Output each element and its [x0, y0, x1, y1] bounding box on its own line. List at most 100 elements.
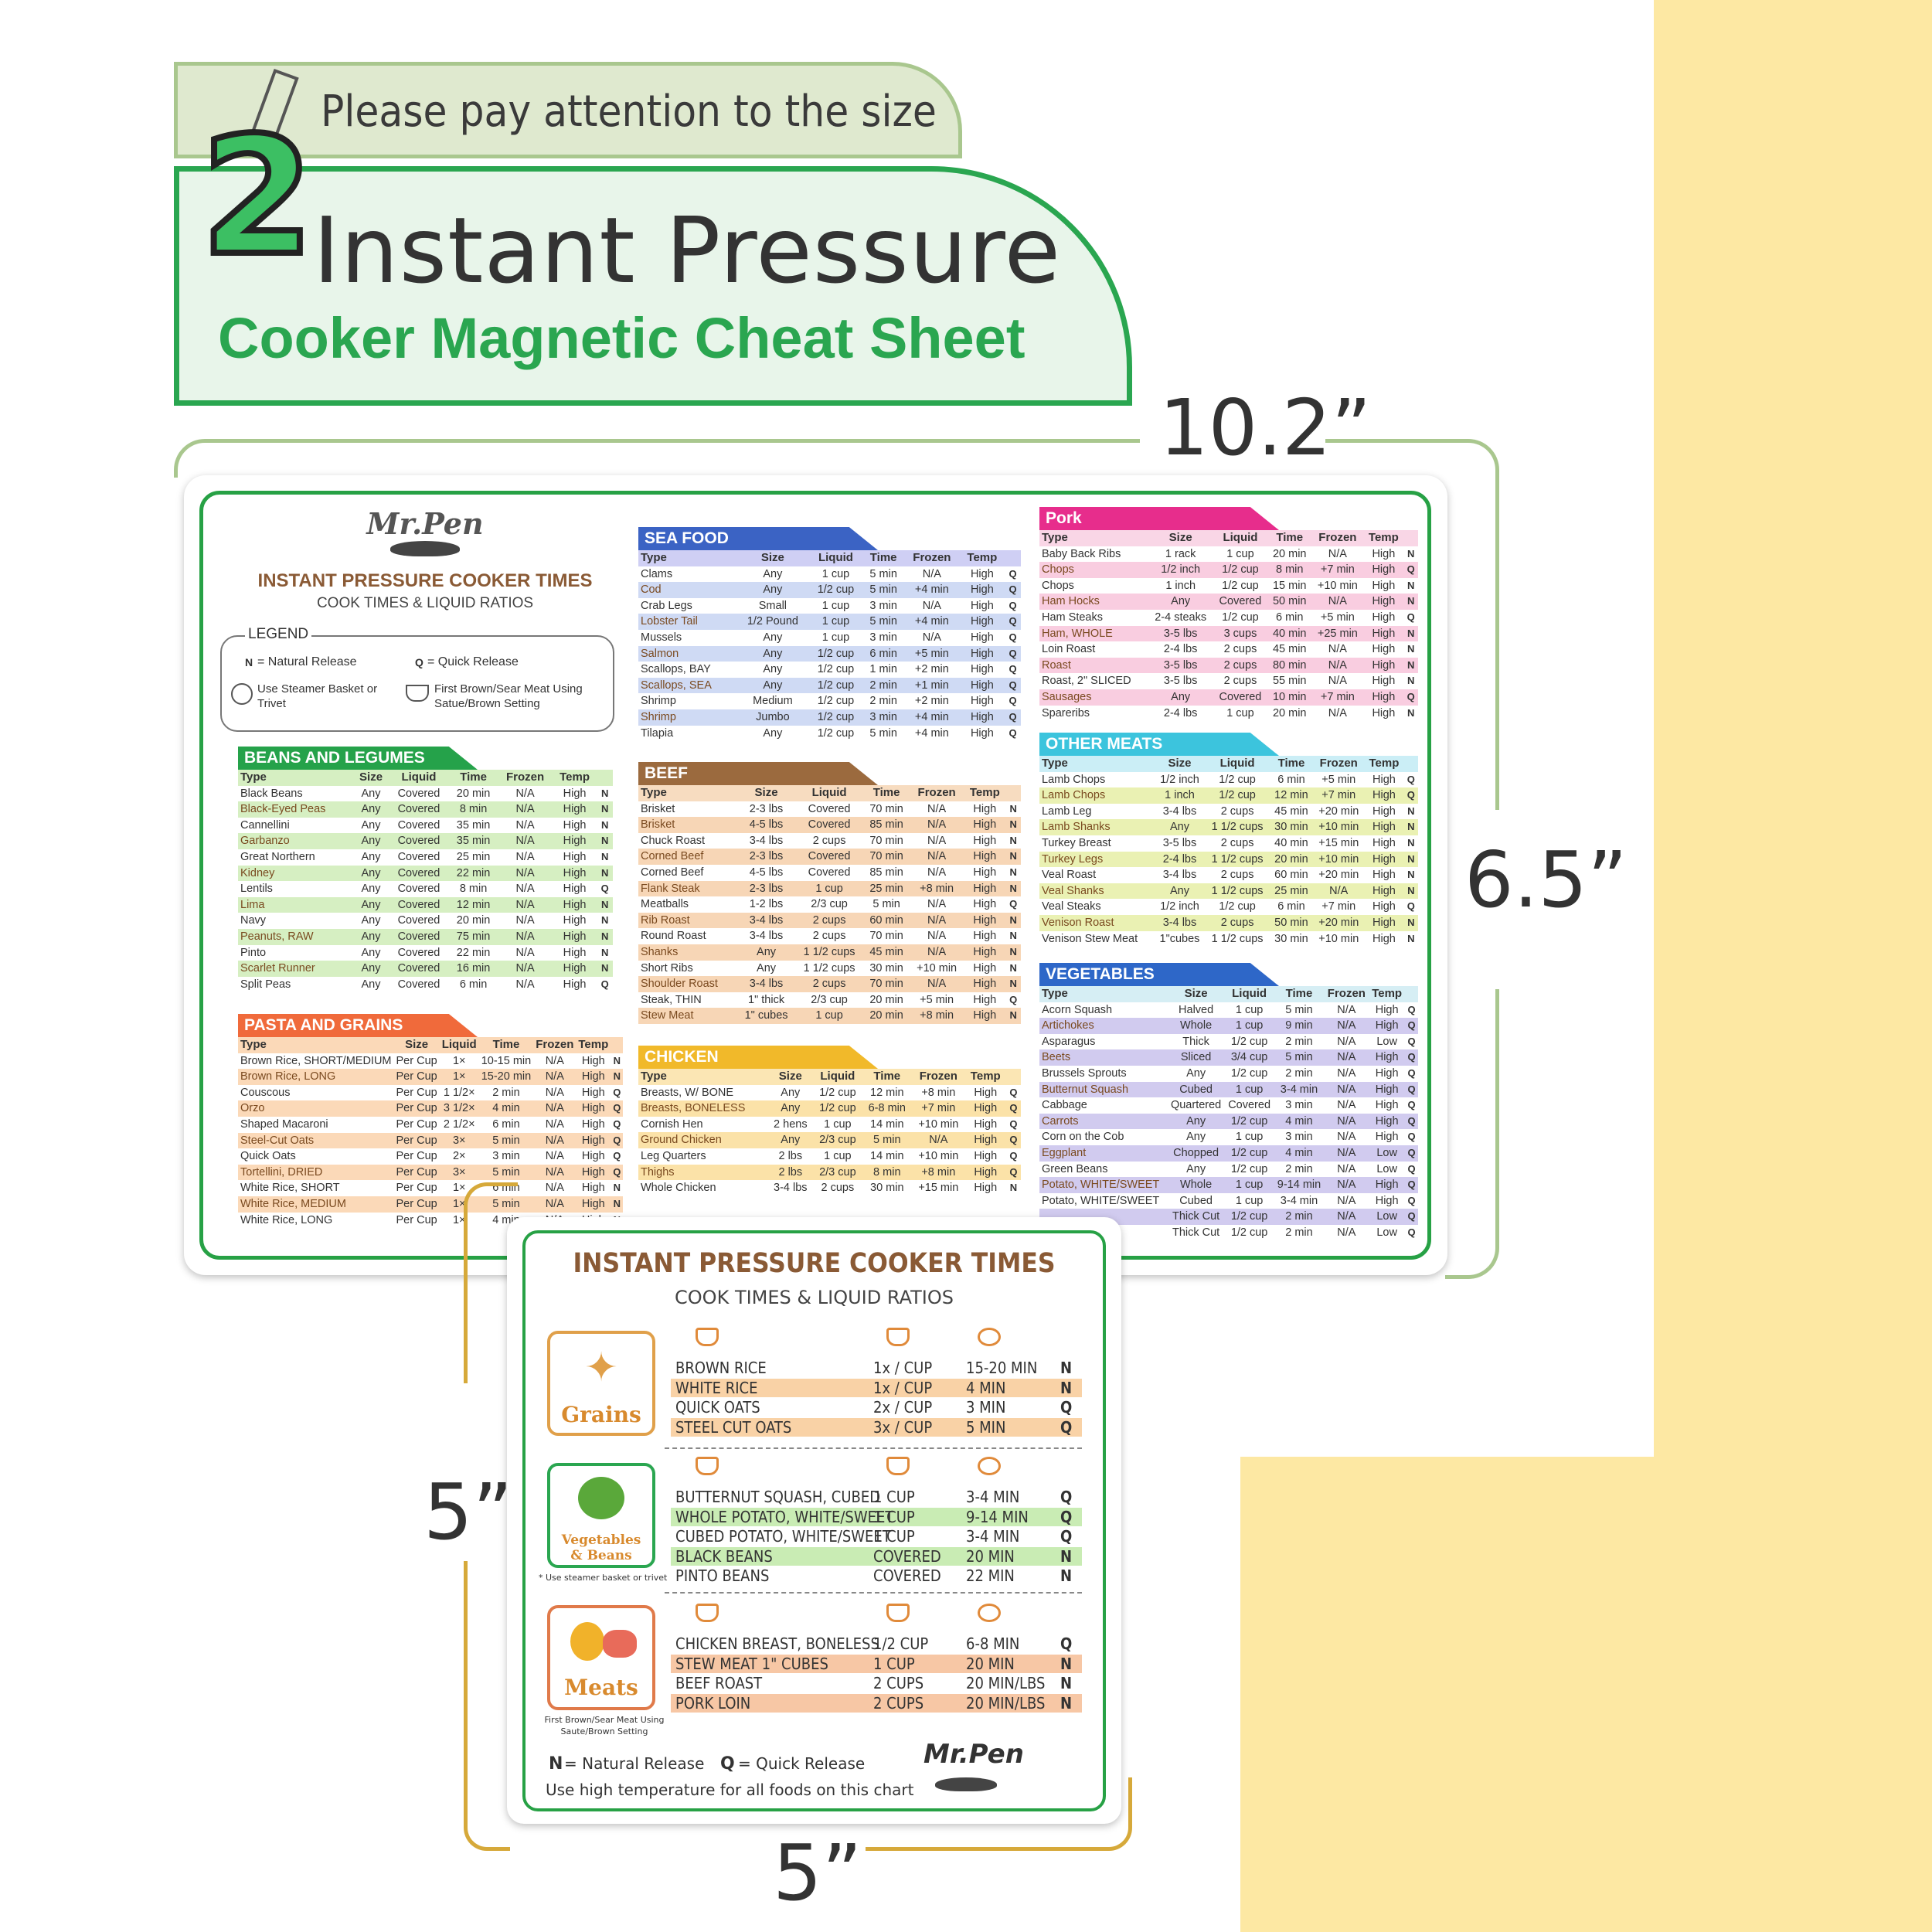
quick-release-icon: Q	[1060, 1417, 1073, 1437]
column-header: Size	[754, 786, 778, 799]
natural-release-icon: N	[1060, 1546, 1073, 1566]
table-cell: Great Northern	[240, 850, 315, 863]
table-cell: N/A	[515, 818, 535, 832]
table-cell: High	[1375, 1066, 1399, 1080]
table-cell: Short Ribs	[641, 961, 693, 975]
table-cell: N/A	[1337, 1210, 1356, 1223]
table-cell: Cubed	[1179, 1194, 1213, 1207]
table-cell: Clams	[641, 567, 673, 580]
small-subtitle: COOK TIMES & LIQUID RATIOS	[675, 1287, 954, 1308]
table-cell: Any	[361, 818, 381, 832]
quick-release-icon: Q	[1009, 615, 1017, 628]
small-brand-logo: Mr.Pen	[923, 1739, 1024, 1770]
quick-release-icon: Q	[1009, 1102, 1018, 1114]
quick-release-icon: Q	[613, 1086, 621, 1098]
quick-release-icon: Q	[1009, 567, 1017, 580]
table-cell: N/A	[545, 1134, 564, 1147]
table-cell: 2 cups	[1223, 643, 1257, 656]
table-cell: Shrimp	[641, 710, 676, 723]
table-cell: 1/2 cup	[819, 1086, 856, 1099]
table-cell: 80 min	[1272, 658, 1307, 672]
table-cell: 1 cup	[1235, 1019, 1264, 1032]
table-cell: High	[974, 1134, 998, 1147]
table-cell: N/A	[927, 898, 947, 911]
table-cell: High	[1372, 789, 1396, 802]
table-cell: 1/2 cup	[817, 647, 855, 660]
table-cell: 2 lbs	[778, 1165, 803, 1179]
table-cell: +7 min	[921, 1102, 956, 1115]
table-cell: Corn on the Cob	[1042, 1131, 1124, 1144]
column-header: Temp	[1368, 531, 1399, 544]
natural-release-icon: N	[1407, 836, 1415, 849]
table-cell: 6 min	[869, 647, 897, 660]
table-cell: Baby Back Ribs	[1042, 547, 1121, 560]
table-cell: Whole	[1180, 1179, 1213, 1192]
table-cell: 2 cups	[812, 834, 846, 847]
table-cell: 2-4 lbs	[1163, 643, 1198, 656]
table-cell: 1/2 inch	[1160, 773, 1199, 786]
table-cell: High	[1372, 884, 1396, 897]
table-cell: Orzo	[240, 1102, 265, 1115]
mustache-icon	[390, 541, 460, 556]
table-cell: Covered	[397, 914, 440, 927]
column-header: Type	[641, 551, 667, 564]
table-cell: 1 cup	[1235, 1003, 1264, 1016]
table-cell: 2 min	[1285, 1162, 1313, 1175]
quick-release-icon: Q	[1060, 1634, 1073, 1653]
natural-release-icon: N	[1060, 1566, 1073, 1585]
table-cell: High	[1375, 1003, 1399, 1016]
table-cell: 20 min	[456, 787, 491, 800]
small-title: INSTANT PRESSURE COOKER TIMES	[573, 1248, 1056, 1279]
table-cell: Any	[361, 962, 381, 975]
table-cell: N/A	[927, 978, 947, 991]
table-cell: White Rice, LONG	[240, 1213, 333, 1226]
quick-release-icon: Q	[1407, 1019, 1416, 1032]
quick-release-icon: Q	[1009, 993, 1018, 1005]
table-cell: Per Cup	[396, 1197, 437, 1210]
table-cell: High	[970, 567, 994, 580]
table-cell: 3-4 lbs	[749, 978, 784, 991]
table-cell: High	[1375, 1051, 1399, 1064]
table-cell: Veal Roast	[1042, 869, 1097, 882]
column-header: Frozen	[917, 786, 956, 799]
table-cell: High	[1372, 821, 1396, 834]
table-cell: 1 cup	[815, 1009, 843, 1022]
page-subtitle: Cooker Magnetic Cheat Sheet	[218, 306, 1026, 370]
table-cell: High	[970, 679, 994, 692]
table-cell: High	[1375, 1194, 1399, 1207]
list-item-cell: STEW MEAT 1" CUBES	[675, 1654, 828, 1673]
table-cell: N/A	[922, 567, 941, 580]
table-cell: High	[1372, 611, 1396, 624]
column-header: Time	[1276, 531, 1304, 544]
list-item-cell: 2x / CUP	[873, 1398, 933, 1417]
vegetables-category: Vegetables & Beans	[547, 1463, 655, 1568]
table-cell: 1 1/2 cups	[803, 945, 855, 958]
table-cell: 85 min	[869, 866, 903, 879]
table-cell: N/A	[1337, 1162, 1356, 1175]
list-item-cell: CUBED POTATO, WHITE/SWEET	[675, 1527, 891, 1546]
quick-release-icon: Q	[1009, 647, 1017, 659]
natural-release-icon: N	[1009, 834, 1017, 846]
table-cell: Any	[361, 850, 381, 863]
table-cell: Acorn Squash	[1042, 1003, 1113, 1016]
table-cell: 1/2 cup	[1222, 579, 1259, 592]
table-cell: High	[1375, 1114, 1399, 1128]
table-cell: Covered	[397, 930, 440, 943]
table-cell: N/A	[1337, 1051, 1356, 1064]
table-cell: 2 min	[1285, 1210, 1313, 1223]
timer-icon	[978, 1328, 1001, 1346]
natural-release-icon: N	[613, 1054, 621, 1066]
table-cell: 5 min	[1285, 1003, 1313, 1016]
table-cell: High	[970, 599, 994, 612]
table-cell: 30 min	[1274, 932, 1308, 945]
